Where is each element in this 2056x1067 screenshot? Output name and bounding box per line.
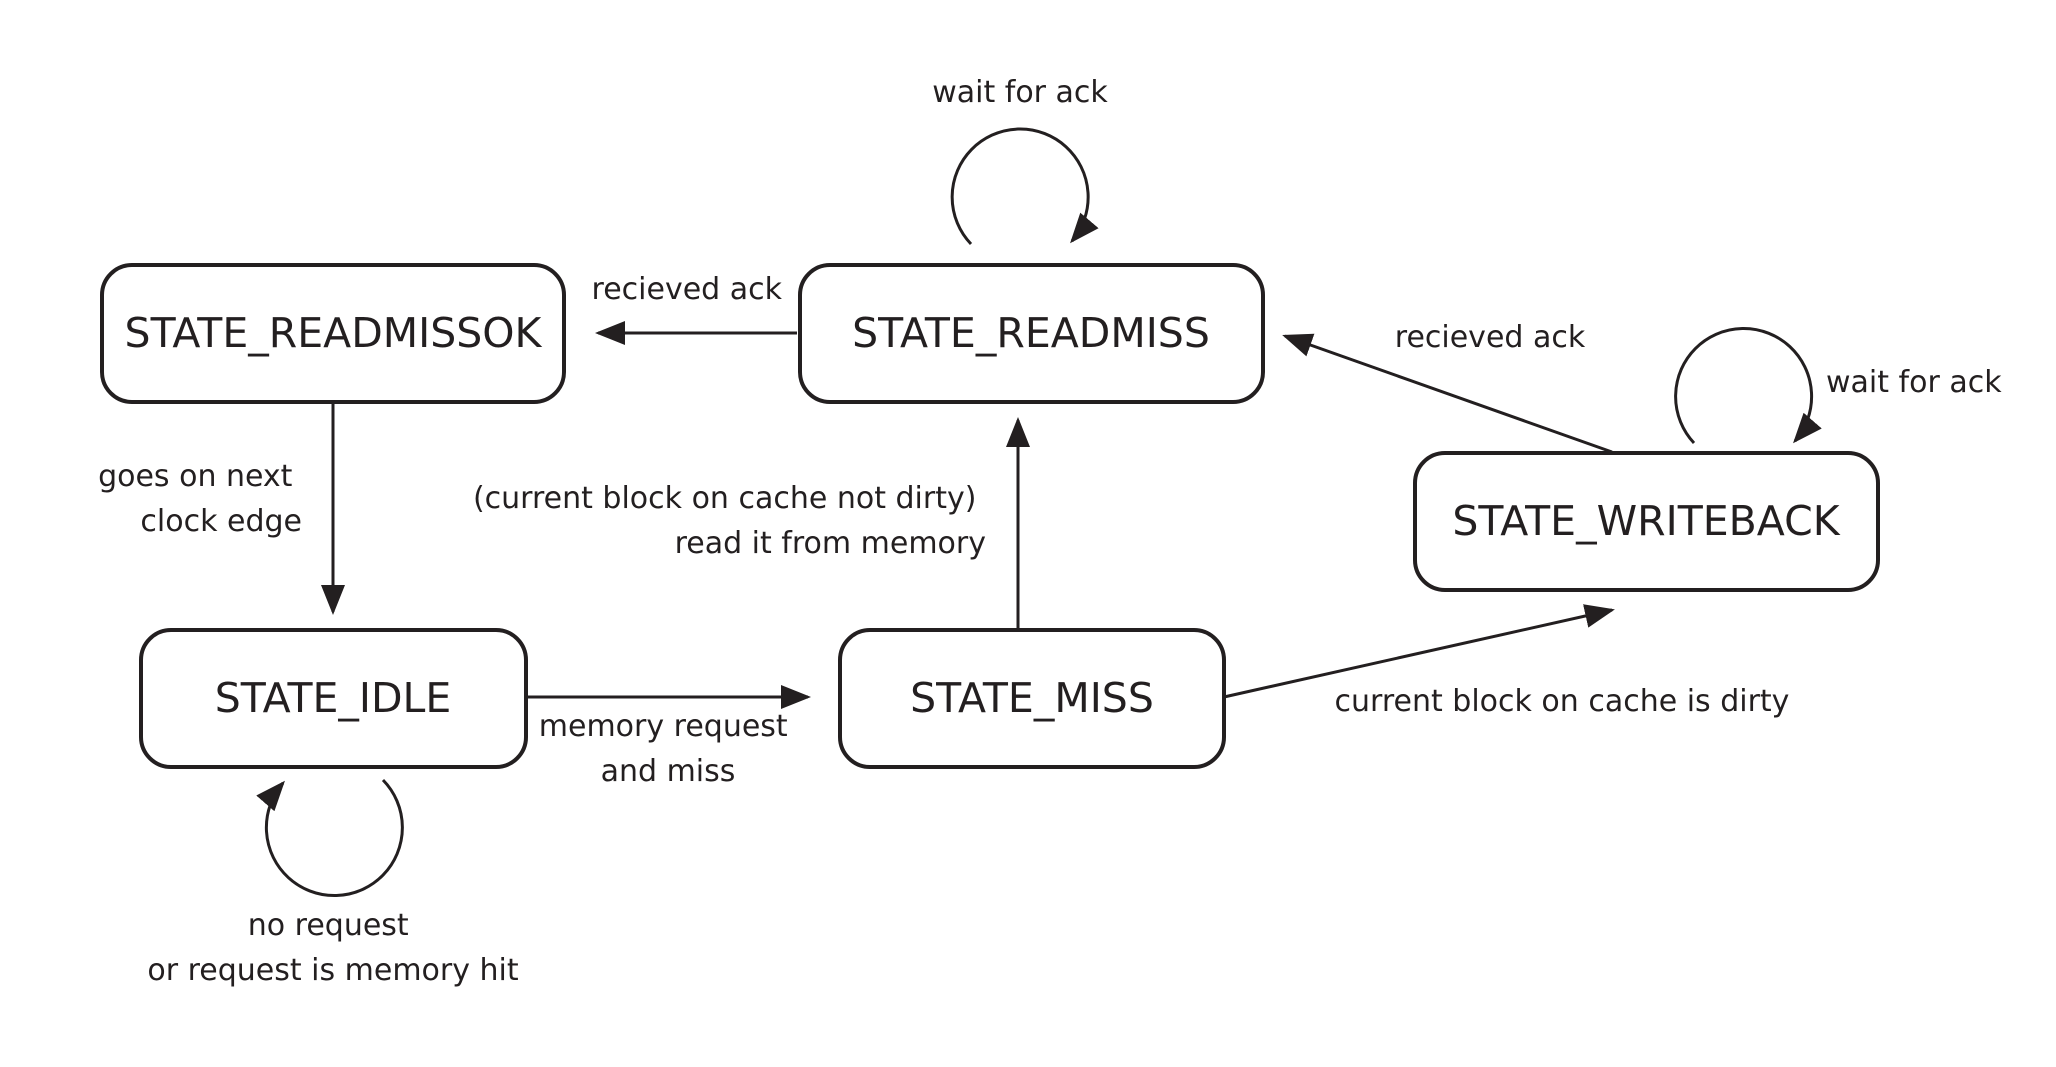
state-readmiss: STATE_READMISS	[798, 263, 1265, 404]
label-miss-to-writeback: current block on cache is dirty	[1335, 684, 1790, 719]
state-miss: STATE_MISS	[838, 628, 1226, 769]
state-idle: STATE_IDLE	[139, 628, 528, 769]
label-miss-to-readmiss-line1: (current block on cache not dirty)	[473, 481, 976, 516]
label-readmiss-self: wait for ack	[932, 75, 1108, 110]
self-loop-idle	[256, 778, 404, 898]
self-loop-writeback	[1674, 326, 1822, 445]
label-miss-to-readmiss: (current block on cache not dirty) read …	[473, 481, 986, 561]
label-readmissok-to-idle: goes on next clock edge	[98, 459, 302, 539]
label-idle-to-miss: memory request and miss	[539, 709, 797, 789]
self-loop-readmiss	[950, 127, 1099, 246]
state-miss-label: STATE_MISS	[910, 674, 1154, 722]
label-miss-to-readmiss-line2: read it from memory	[675, 526, 986, 561]
state-idle-label: STATE_IDLE	[215, 674, 452, 722]
state-writeback-label: STATE_WRITEBACK	[1452, 497, 1840, 545]
label-writeback-to-readmiss: recieved ack	[1395, 320, 1586, 355]
edge-writeback-to-readmiss	[1282, 333, 1613, 454]
state-readmissok-label: STATE_READMISSOK	[125, 309, 543, 357]
label-idle-self-line2: or request is memory hit	[147, 953, 519, 988]
label-readmiss-to-readmissok: recieved ack	[592, 272, 783, 307]
label-idle-to-miss-line1: memory request	[539, 709, 788, 744]
state-readmissok: STATE_READMISSOK	[100, 263, 566, 404]
label-idle-self-line1: no request	[248, 908, 409, 943]
label-idle-to-miss-line2: and miss	[601, 754, 736, 789]
state-readmiss-label: STATE_READMISS	[852, 309, 1210, 357]
label-idle-self: no request or request is memory hit	[147, 908, 519, 988]
state-writeback: STATE_WRITEBACK	[1413, 451, 1880, 592]
label-readmissok-to-idle-line1: goes on next	[98, 459, 293, 494]
edge-miss-to-writeback	[1223, 604, 1615, 699]
label-writeback-self: wait for ack	[1826, 365, 2002, 400]
label-readmissok-to-idle-line2: clock edge	[140, 504, 302, 539]
